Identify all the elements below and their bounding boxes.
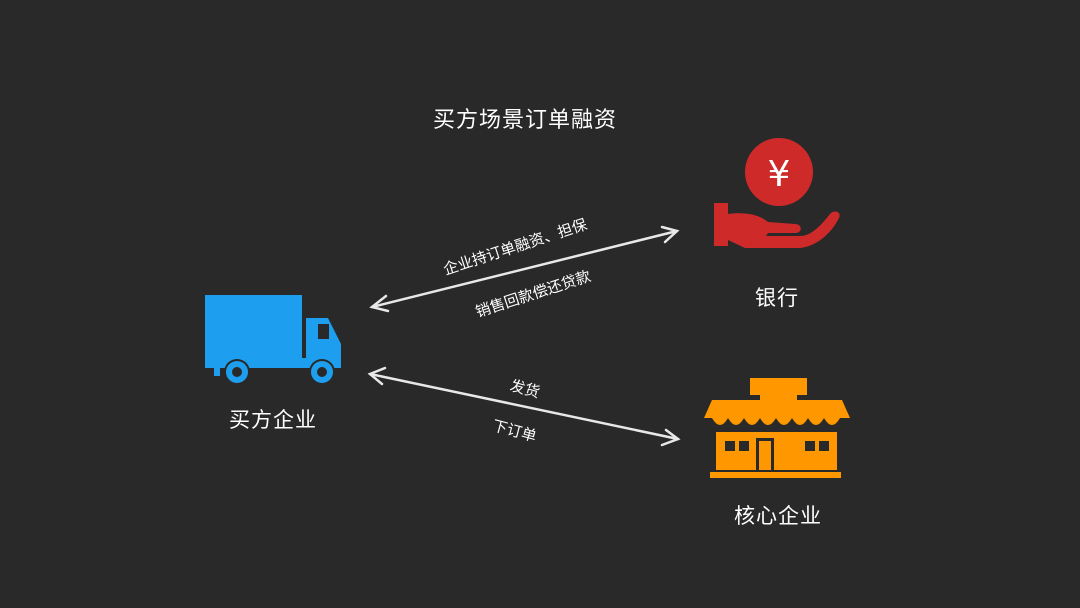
core-enterprise-label: 核心企业 xyxy=(734,504,822,528)
hand-yuan-coin-icon: ¥ xyxy=(714,138,840,248)
bank-label: 银行 xyxy=(755,286,799,310)
coin-icon xyxy=(745,138,813,206)
diagram-title: 买方场景订单融资 xyxy=(432,108,617,133)
arrow-buyer-bank xyxy=(369,225,680,313)
hand-icon xyxy=(714,203,840,248)
buyer-label: 买方企业 xyxy=(229,408,317,432)
yuan-symbol: ¥ xyxy=(768,154,791,195)
truck-icon xyxy=(205,295,341,385)
arrow-buyer-core xyxy=(367,366,681,447)
storefront-icon xyxy=(704,378,850,478)
